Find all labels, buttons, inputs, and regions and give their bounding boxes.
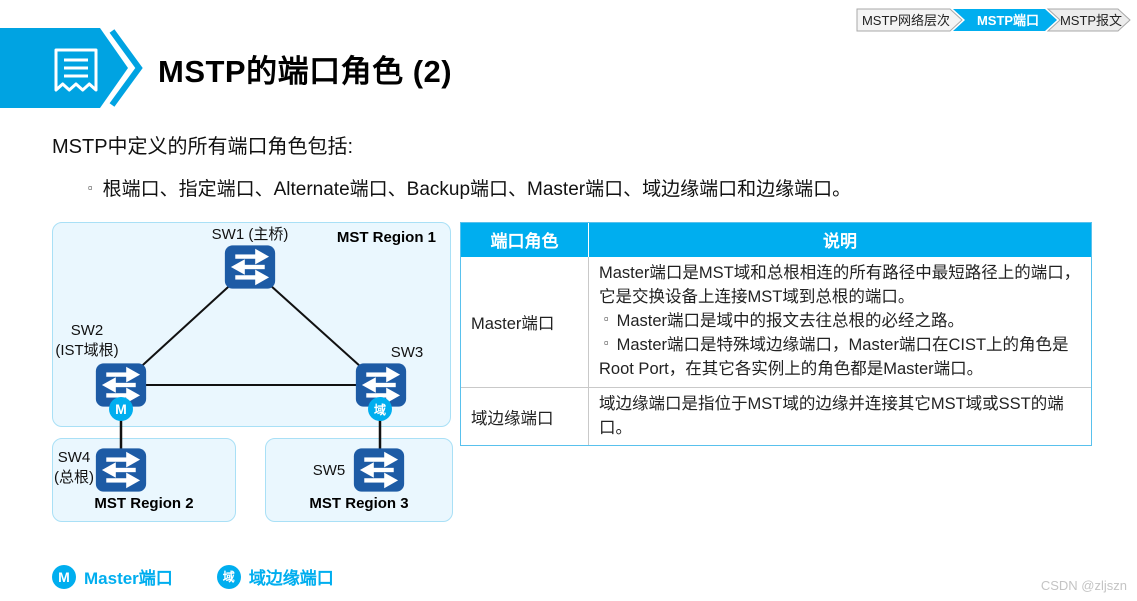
sw4-switch-icon [95, 447, 147, 493]
region-edge-port-badge: 域 [216, 564, 241, 589]
sw1-switch-icon [224, 244, 276, 290]
sw5-label: SW5 [312, 462, 346, 479]
square-bullet-icon: ▫ [88, 180, 93, 195]
region3-label: MST Region 3 [309, 495, 409, 512]
title-banner [0, 28, 143, 108]
tab-mstp-port[interactable]: MSTP端口 [953, 9, 1057, 31]
sw1-label: SW1 (主桥) [211, 226, 289, 243]
sw2-label: SW2(IST域根) [55, 322, 119, 360]
header-description: 说明 [823, 232, 857, 251]
table-row: Master端口 Master端口是MST域和总根相连的所有路径中最短路径上的端… [461, 257, 1091, 387]
sw5-switch-icon [353, 447, 405, 493]
desc-bullet-line: ▫Master端口是域中的报文去往总根的必经之路。 [604, 310, 965, 330]
square-bullet-icon: ▫ [604, 310, 609, 326]
master-port-badge: M [109, 397, 133, 421]
tab-label-active[interactable]: MSTP端口 [977, 13, 1039, 28]
desc-line: Master端口是MST域和总根相连的所有路径中最短路径上的端口，它是交换设备上… [599, 264, 1081, 306]
document-icon [54, 48, 98, 92]
page-title: MSTP的端口角色 (2) [158, 54, 453, 89]
sw3-label: SW3 [390, 344, 424, 361]
description-cell: 域边缘端口是指位于MST域的边缘并连接其它MST域或SST的端口。 [589, 388, 1091, 446]
legend: M Master端口 域 域边缘端口 [52, 564, 334, 589]
legend-item-region-edge-port: 域 域边缘端口 [216, 564, 334, 589]
tab-mstp-network-layers[interactable]: MSTP网络层次 [856, 8, 963, 32]
breadcrumb: MSTP网络层次 MSTP端口 MSTP报文 [856, 8, 1131, 32]
header-port-role: 端口角色 [461, 223, 589, 257]
intro-bullet-item: ▫ 根端口、指定端口、Alternate端口、Backup端口、Master端口、… [88, 174, 851, 201]
tab-label[interactable]: MSTP报文 [1060, 13, 1122, 28]
legend-label: Master端口 [84, 569, 173, 588]
region-edge-port-badge: 域 [368, 397, 392, 421]
square-bullet-icon: ▫ [604, 334, 609, 350]
table-header-row: 端口角色 说明 [461, 223, 1091, 257]
table-row: 域边缘端口 域边缘端口是指位于MST域的边缘并连接其它MST域或SST的端口。 [461, 386, 1091, 446]
description-cell: Master端口是MST域和总根相连的所有路径中最短路径上的端口，它是交换设备上… [589, 257, 1091, 387]
role-cell: 域边缘端口 [461, 387, 589, 446]
intro-text: MSTP中定义的所有端口角色包括: [52, 136, 354, 158]
sw4-label: SW4(总根) [54, 449, 94, 487]
legend-item-master-port: M Master端口 [52, 564, 173, 589]
desc-line: 域边缘端口是指位于MST域的边缘并连接其它MST域或SST的端口。 [599, 394, 1064, 437]
tab-mstp-packet[interactable]: MSTP报文 [1046, 8, 1131, 32]
role-cell: Master端口 [461, 257, 589, 387]
region1-label: MST Region 1 [336, 229, 436, 246]
tab-label[interactable]: MSTP网络层次 [862, 13, 950, 28]
intro-bullet-text: 根端口、指定端口、Alternate端口、Backup端口、Master端口、域… [102, 179, 852, 200]
desc-bullet-line: ▫Master端口是特殊域边缘端口，Master端口在CIST上的角色是Root… [599, 334, 1069, 378]
watermark: CSDN @zljszn [1040, 578, 1127, 593]
master-port-badge: M [52, 564, 76, 589]
region2-label: MST Region 2 [94, 495, 194, 512]
legend-label: 域边缘端口 [248, 569, 334, 588]
topology-diagram: SW1 (主桥) MST Region 1 SW2(IST域根) M SW3 域… [52, 222, 453, 522]
port-role-table: 端口角色 说明 Master端口 Master端口是MST域和总根相连的所有路径… [460, 222, 1092, 447]
